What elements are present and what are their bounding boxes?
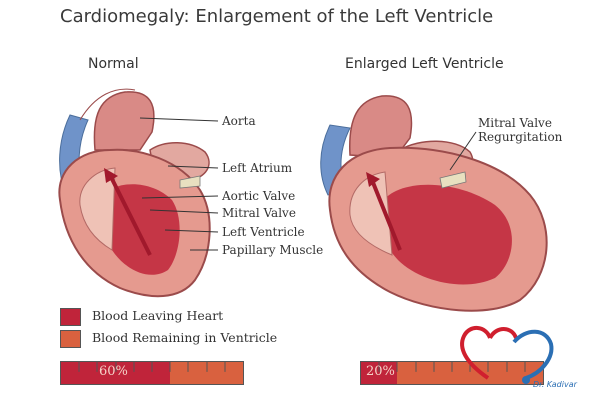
- normal-ejection-gauge: 60%: [60, 361, 244, 385]
- heart-stethoscope-logo-icon: [460, 326, 554, 384]
- callout-left-ventricle: Left Ventricle: [222, 225, 305, 239]
- callout-mitral-regurgitation-line1: Mitral Valve: [478, 116, 552, 130]
- enlarged-heart-illustration: [320, 95, 548, 312]
- callout-papillary-muscle: Papillary Muscle: [222, 243, 324, 257]
- legend-swatch-blood-leaving: [60, 308, 81, 326]
- callout-mitral-valve: Mitral Valve: [222, 206, 296, 220]
- normal-gauge-ticks: [78, 362, 226, 372]
- callout-aortic-valve: Aortic Valve: [222, 189, 296, 203]
- legend-swatch-blood-remaining: [60, 330, 81, 348]
- enlarged-ejection-percent: 20%: [366, 364, 395, 379]
- normal-heart-label: Normal: [88, 56, 139, 72]
- normal-heart-illustration: [58, 88, 211, 298]
- enlarged-gauge-ticks: [378, 362, 526, 372]
- enlarged-ejection-gauge: 20%: [360, 361, 544, 385]
- legend-label-blood-leaving: Blood Leaving Heart: [92, 308, 224, 323]
- legend-label-blood-remaining: Blood Remaining in Ventricle: [92, 330, 278, 345]
- page-title: Cardiomegaly: Enlargement of the Left Ve…: [60, 6, 494, 27]
- callout-aorta: Aorta: [222, 114, 256, 128]
- callout-mitral-regurgitation-line2: Regurgitation: [478, 130, 563, 144]
- logo-text: Dr. Kadivar: [533, 380, 577, 389]
- regurgitation-callout-line: [449, 131, 477, 171]
- normal-ejection-percent: 60%: [99, 364, 128, 379]
- callout-left-atrium: Left Atrium: [222, 161, 293, 175]
- enlarged-ejection-gauge-fill: [361, 362, 398, 384]
- enlarged-heart-label: Enlarged Left Ventricle: [345, 56, 504, 72]
- normal-ejection-gauge-fill: [61, 362, 171, 384]
- normal-callout-lines: [139, 117, 219, 251]
